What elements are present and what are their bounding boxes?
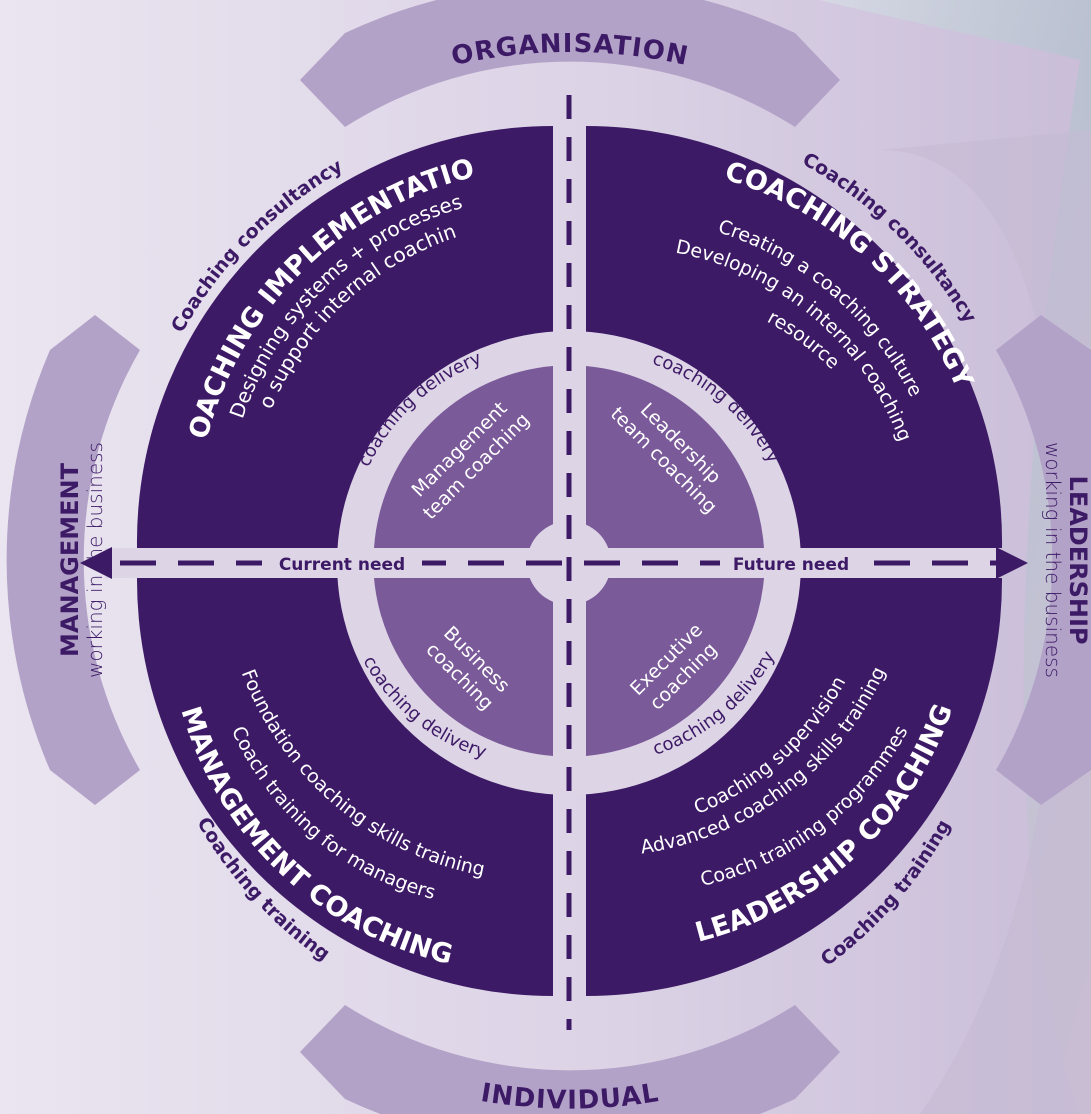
tab-management [6,315,140,805]
label-management-subtitle: working in the business [83,442,107,678]
inner-top-right [586,366,764,548]
label-management: MANAGEMENT [56,462,84,657]
label-leadership-subtitle: working in the business [1041,442,1065,678]
axis-label-current-need: Current need [279,555,405,575]
inner-top-left [374,366,553,548]
inner-bottom-left [374,578,553,756]
inner-bottom-right [586,578,764,756]
tab-leadership [996,315,1091,805]
label-leadership: LEADERSHIP [1064,476,1091,645]
photo-overlay [880,130,1091,1114]
tab-organisation [300,0,840,127]
tab-individual [300,1005,840,1114]
arrow-right [996,547,1028,579]
axis-label-future-need: Future need [733,555,849,575]
arrow-left [80,547,112,579]
